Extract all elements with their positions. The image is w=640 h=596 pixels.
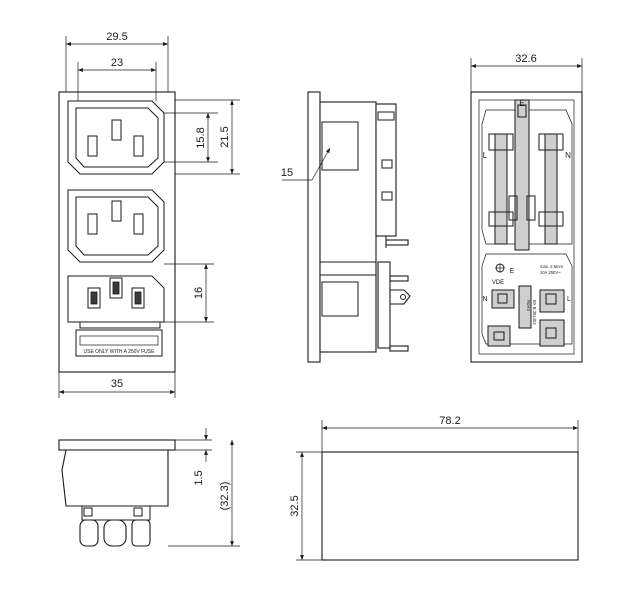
dim-outlet-height: 16 bbox=[193, 287, 205, 299]
dim-inlet-height: 15.8 bbox=[195, 127, 207, 148]
bottom-housing bbox=[61, 449, 169, 507]
dim-rear-width: 32.6 bbox=[515, 53, 536, 65]
inlet-upper-pin-left bbox=[87, 135, 98, 157]
dim-body-width: 35 bbox=[111, 378, 123, 390]
rear-label-line: L bbox=[483, 151, 488, 160]
side-terminal-tab-2 bbox=[389, 275, 409, 282]
dim-lip: 1.5 bbox=[193, 470, 205, 485]
rear-view: E L N E VDE max. 2.5mm 10A 250V~ N L RoH… bbox=[470, 53, 583, 363]
rear-label-earth-lower: E bbox=[510, 268, 515, 275]
outlet-slot-right bbox=[131, 287, 145, 309]
cutout-view: 78.2 32.5 bbox=[289, 415, 579, 561]
bottom-terminal-3 bbox=[131, 519, 151, 547]
inlet-lower-pin-earth bbox=[111, 200, 122, 222]
outlet-slot-left-fill bbox=[90, 291, 98, 305]
side-latch-upper bbox=[321, 121, 359, 171]
rear-terminal-lower-right bbox=[539, 319, 565, 347]
panel-cutout bbox=[321, 451, 579, 561]
fuse-drawer bbox=[75, 329, 163, 357]
inlet-upper-outer bbox=[67, 100, 165, 175]
current-rating: 10A 250V~ bbox=[540, 270, 561, 275]
side-view: 15 bbox=[281, 91, 411, 363]
side-flange bbox=[307, 91, 321, 363]
dim-outer-width: 29.5 bbox=[106, 31, 127, 43]
rear-terminal-e bbox=[518, 285, 532, 329]
rear-terminal-l bbox=[539, 289, 565, 313]
outlet-slot-right-fill bbox=[134, 291, 142, 305]
dim-inlet-width: 23 bbox=[111, 57, 123, 69]
side-terminal-tab-1 bbox=[385, 239, 409, 246]
inlet-upper-pin-right bbox=[133, 135, 144, 157]
inlet-lower-pin-right bbox=[133, 213, 144, 235]
dim-cutout-height: 32.5 bbox=[289, 495, 301, 516]
vde-mark: VDE bbox=[492, 280, 504, 286]
rear-label-neutral-lower: N bbox=[482, 296, 487, 303]
inlet-lower-inner bbox=[75, 196, 159, 256]
front-view: USE ONLY WITH A 250V FUSE 29.5 23 15.8 2… bbox=[58, 31, 240, 398]
side-terminal-tab-4 bbox=[389, 345, 409, 352]
outlet-outline bbox=[67, 275, 165, 323]
rear-lower-cavity bbox=[481, 253, 573, 345]
inlet-lower-outer bbox=[67, 189, 165, 263]
rear-label-neutral: N bbox=[565, 151, 571, 160]
side-latch-lower bbox=[321, 281, 359, 317]
bottom-terminal-2 bbox=[103, 519, 127, 547]
outlet-slot-left bbox=[87, 287, 101, 309]
front-body-outline bbox=[58, 91, 176, 373]
bottom-flange bbox=[58, 439, 176, 451]
dim-depth: (32.3) bbox=[219, 482, 231, 511]
rear-terminal-lower-left bbox=[487, 325, 511, 347]
rohs-mark: RoHS bbox=[526, 300, 531, 311]
rear-terminal-n bbox=[491, 289, 515, 309]
rear-earth-bus bbox=[514, 99, 530, 251]
inlet-lower-pin-left bbox=[87, 213, 98, 235]
fuse-drawer-window bbox=[79, 335, 159, 346]
dim-flange: 15 bbox=[281, 167, 293, 179]
fuse-drawer-tab bbox=[79, 322, 161, 329]
dim-cutout-width: 78.2 bbox=[439, 415, 460, 427]
outlet-slot-earth bbox=[109, 277, 123, 299]
side-housing bbox=[319, 101, 377, 353]
outlet-slot-earth-fill bbox=[112, 281, 120, 295]
dim-inlet-pitch: 21.5 bbox=[219, 126, 231, 147]
side-terminal-block bbox=[375, 103, 397, 237]
bottom-view: 1.5 (32.3) bbox=[58, 428, 240, 547]
bottom-terminal-1 bbox=[79, 519, 99, 547]
side-terminal-block-lower bbox=[377, 261, 391, 349]
fuse-warning-label: USE ONLY WITH A 250V FUSE bbox=[84, 349, 156, 355]
part-number-mark: BX B.301402 bbox=[532, 300, 537, 325]
inlet-upper-pin-earth bbox=[111, 119, 122, 141]
rear-label-earth: E bbox=[519, 99, 524, 108]
wire-rating: max. 2.5mm bbox=[540, 264, 564, 269]
rear-label-line-lower: L bbox=[567, 296, 571, 303]
inlet-upper-inner bbox=[75, 107, 159, 168]
